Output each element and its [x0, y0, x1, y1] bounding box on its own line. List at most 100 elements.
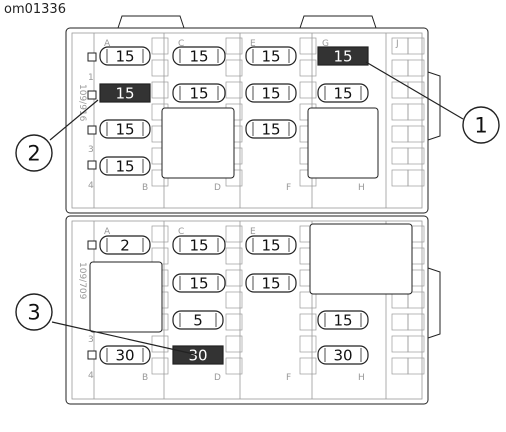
- column-letter: A: [104, 39, 111, 49]
- fuse-body: [99, 83, 151, 103]
- socket-cell: [225, 225, 243, 243]
- fuse: 15: [245, 83, 297, 103]
- fuse-body: [245, 235, 297, 255]
- fuse-body: [317, 345, 369, 365]
- relay-box: [161, 107, 235, 179]
- socket-cell: [299, 313, 317, 331]
- fuse-rating: 30: [188, 347, 207, 365]
- socket-cell: [391, 335, 409, 353]
- fuse-rating: 15: [189, 237, 208, 255]
- socket-cell: [151, 81, 169, 99]
- fuse-rating: 15: [261, 275, 280, 293]
- row-number: 3: [88, 145, 94, 155]
- fuse: 2: [99, 235, 151, 255]
- socket-cell: [299, 37, 317, 55]
- fuse: 15: [172, 46, 226, 66]
- fuse: 15: [172, 235, 226, 255]
- fuse-box-frame: [65, 15, 441, 405]
- relay-box: [309, 223, 413, 295]
- column-letter: H: [358, 373, 365, 383]
- socket-cell: [225, 247, 243, 265]
- column-letter: E: [250, 39, 256, 49]
- fuse: 15: [245, 273, 297, 293]
- fuse-rating: 15: [333, 48, 352, 66]
- fuse-body: [317, 46, 369, 66]
- fuse-body: [99, 235, 151, 255]
- fuse-body: [245, 46, 297, 66]
- fuse-rating: 15: [115, 48, 134, 66]
- callout-circle: [15, 134, 53, 172]
- connector-square: [87, 125, 97, 135]
- fuse: 30: [317, 345, 369, 365]
- side-tab-upper: [427, 71, 441, 141]
- socket-cell: [407, 147, 425, 165]
- socket-cell: [407, 357, 425, 375]
- fuse-rating: 15: [189, 85, 208, 103]
- fuse: 15: [317, 83, 369, 103]
- socket-cell: [151, 37, 169, 55]
- fuse-rating: 30: [333, 347, 352, 365]
- connector-square: [87, 240, 97, 250]
- fuse-body: [99, 156, 151, 176]
- fuse: 5: [172, 310, 224, 330]
- fuse: 15: [172, 83, 226, 103]
- callout-number: 1: [474, 114, 487, 138]
- fuse-rating: 15: [115, 158, 134, 176]
- fuse: 15: [317, 310, 369, 330]
- column-letter: D: [214, 183, 221, 193]
- figure-code: om01336: [4, 2, 66, 17]
- fuse: 15: [99, 156, 151, 176]
- socket-cell: [225, 37, 243, 55]
- socket-cell: [225, 335, 243, 353]
- callout-number: 3: [27, 301, 40, 325]
- socket-cell: [407, 103, 425, 121]
- column-letter: A: [104, 227, 111, 237]
- fuse-body: [172, 235, 226, 255]
- callout-leader: [365, 61, 464, 120]
- socket-cell: [225, 81, 243, 99]
- relay-box: [89, 261, 163, 333]
- row-number: 3: [88, 335, 94, 345]
- socket-cell: [225, 291, 243, 309]
- socket-cell: [391, 37, 409, 55]
- socket-cell: [299, 81, 317, 99]
- fuse-rating: 15: [189, 275, 208, 293]
- socket-cell: [391, 357, 409, 375]
- socket-cell: [391, 147, 409, 165]
- column-letter: D: [214, 373, 221, 383]
- socket-cell: [407, 81, 425, 99]
- socket-cell: [407, 313, 425, 331]
- callout-circle: [15, 293, 53, 331]
- socket-cell: [299, 335, 317, 353]
- side-tab-lower: [427, 267, 441, 339]
- socket-cell: [225, 59, 243, 77]
- fuse-body: [317, 310, 369, 330]
- column-letter: F: [286, 183, 291, 193]
- callout-circle: [462, 106, 500, 144]
- socket-cell: [407, 291, 425, 309]
- fuse-rating: 15: [261, 48, 280, 66]
- fuse-rating: 15: [333, 312, 352, 330]
- connector-square: [87, 90, 97, 100]
- socket-cell: [299, 291, 317, 309]
- fuse-rating: 30: [115, 347, 134, 365]
- socket-cell: [407, 125, 425, 143]
- fuse: 15: [245, 235, 297, 255]
- fuse: 15: [99, 83, 151, 103]
- fuse-body: [99, 119, 151, 139]
- fuse: 15: [99, 46, 151, 66]
- fuse-body: [245, 119, 297, 139]
- socket-cell: [151, 59, 169, 77]
- row-number: 4: [88, 181, 94, 191]
- row-number: 4: [88, 371, 94, 381]
- fuse-rating: 5: [193, 312, 203, 330]
- fuse: 15: [245, 119, 297, 139]
- relay-box: [307, 107, 379, 179]
- socket-cell: [151, 335, 169, 353]
- fuse: 15: [172, 273, 226, 293]
- connector-square: [87, 350, 97, 360]
- lower-block-inner: [71, 220, 423, 400]
- fuse-body: [99, 345, 151, 365]
- fuse-rating: 15: [115, 121, 134, 139]
